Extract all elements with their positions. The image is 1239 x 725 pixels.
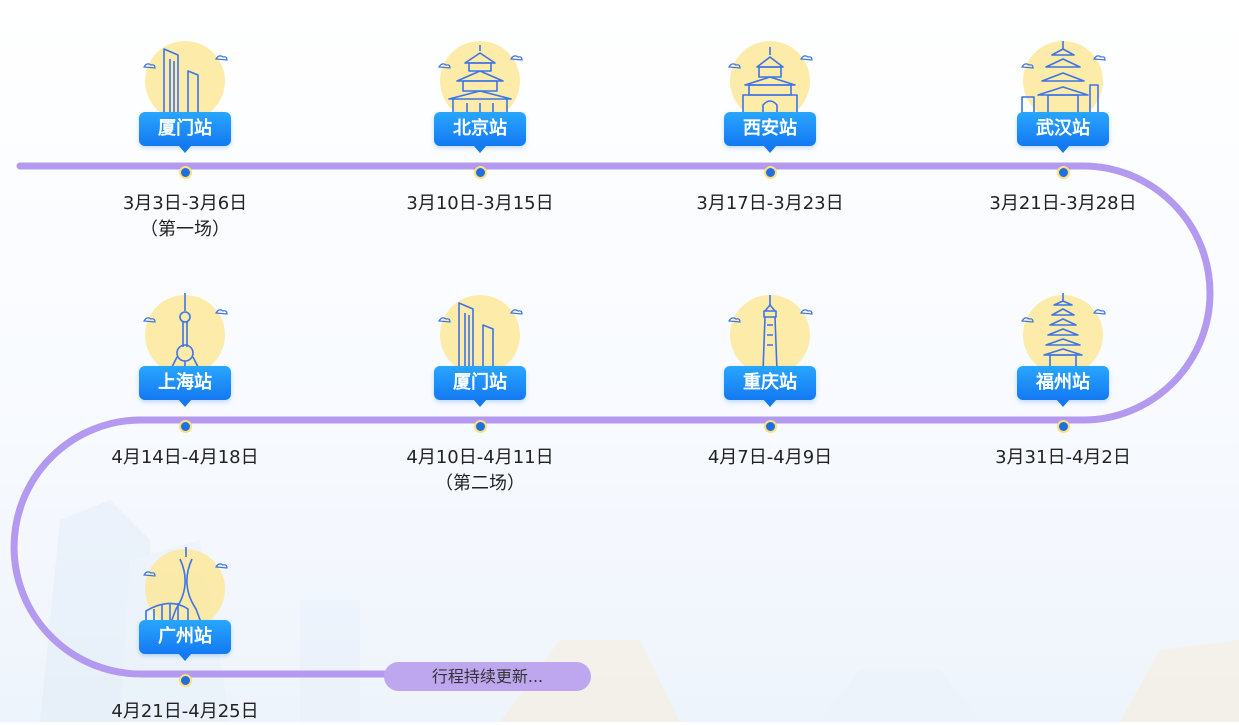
- city-badge: 西安站: [724, 112, 816, 153]
- temple-of-heaven-icon: [437, 41, 523, 117]
- yellow-crane-tower-icon: [1020, 41, 1106, 117]
- pagoda-icon: [1020, 293, 1106, 371]
- city-badge: 重庆站: [724, 366, 816, 407]
- stop-dates: 4月7日-4月9日: [707, 447, 833, 468]
- xiamen-tower-icon: [437, 295, 523, 371]
- stop-marker-dot: [178, 166, 192, 179]
- stop-marker-dot: [473, 166, 487, 179]
- stop-marker-dot: [473, 420, 487, 433]
- stop-session-note: （第一场）: [140, 219, 230, 240]
- stop-marker-dot: [178, 420, 192, 433]
- stop-dates: 3月31日-4月2日: [995, 447, 1131, 468]
- city-badge: 厦门站: [139, 112, 231, 153]
- stop-dates: 3月10日-3月15日: [406, 193, 554, 214]
- stop-marker-dot: [1056, 166, 1070, 179]
- stop-dates: 4月14日-4月18日: [111, 447, 259, 468]
- city-badge: 北京站: [434, 112, 526, 153]
- city-badge: 武汉站: [1017, 112, 1109, 153]
- stop-dates: 4月21日-4月25日: [111, 701, 259, 722]
- city-badge: 福州站: [1017, 366, 1109, 407]
- stop-dates: 4月10日-4月11日: [406, 447, 554, 468]
- more-stops-pill: 行程持续更新...: [384, 662, 591, 691]
- stop-dates: 3月17日-3月23日: [696, 193, 844, 214]
- stop-marker-dot: [1056, 420, 1070, 433]
- oriental-pearl-tower-icon: [142, 293, 228, 371]
- city-badge: 广州站: [139, 620, 231, 661]
- xiamen-tower-icon: [142, 41, 228, 117]
- stop-session-note: （第二场）: [435, 473, 525, 494]
- liberation-monument-icon: [727, 295, 813, 371]
- stop-marker-dot: [763, 166, 777, 179]
- bell-tower-icon: [727, 41, 813, 117]
- stop-dates: 3月21日-3月28日: [989, 193, 1137, 214]
- canton-tower-icon: [142, 547, 228, 625]
- stop-marker-dot: [763, 420, 777, 433]
- stop-dates: 3月3日-3月6日: [122, 193, 248, 214]
- city-badge: 厦门站: [434, 366, 526, 407]
- stop-marker-dot: [178, 674, 192, 687]
- city-badge: 上海站: [139, 366, 231, 407]
